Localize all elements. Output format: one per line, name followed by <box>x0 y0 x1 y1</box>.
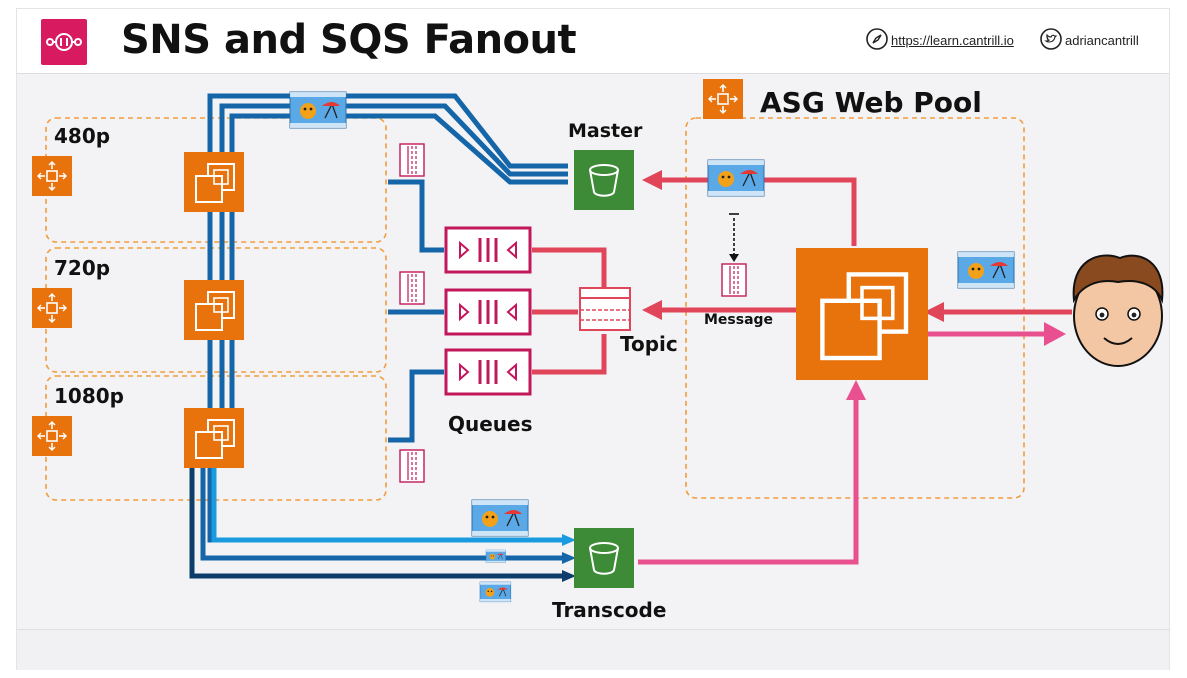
asg-group-label-1080p: 1080p <box>54 384 124 408</box>
message-icon <box>399 271 425 305</box>
sqs-queue-icon <box>444 348 532 396</box>
message-label: Message <box>704 312 774 328</box>
message-icon <box>721 263 747 297</box>
queues-label: Queues <box>448 412 533 436</box>
ec2-instance-icon <box>183 407 245 469</box>
auto-scaling-icon <box>31 287 73 329</box>
compass-icon <box>866 28 888 50</box>
video-file-icon <box>707 159 765 197</box>
master-bucket-label: Master <box>568 120 643 142</box>
video-file-icon <box>471 499 529 537</box>
message-icon <box>399 449 425 483</box>
asg-group-720p <box>45 247 387 373</box>
video-file-icon <box>289 91 347 129</box>
asg-group-label-720p: 720p <box>54 256 111 280</box>
page-title: SNS and SQS Fanout <box>121 17 577 63</box>
asg-group-label-480p: 480p <box>54 124 111 148</box>
auto-scaling-icon <box>702 78 744 120</box>
transcode-to-web-flow <box>638 398 859 565</box>
ec2-instance-icon <box>796 248 928 380</box>
queue-to-instance-connectors <box>388 179 444 443</box>
asg-web-pool-title: ASG Web Pool <box>760 86 982 119</box>
video-file-icon <box>485 549 506 563</box>
topic-label: Topic <box>620 332 678 356</box>
sqs-queue-icon <box>444 226 532 274</box>
auto-scaling-icon <box>31 155 73 197</box>
auto-scaling-icon <box>31 415 73 457</box>
topic-to-queue-connectors <box>532 247 607 375</box>
user-avatar-icon <box>1072 254 1164 367</box>
sqs-queue-icon <box>444 288 532 336</box>
message-icon <box>399 143 425 177</box>
s3-bucket-icon <box>573 527 635 589</box>
sns-topic-icon <box>579 287 631 331</box>
header-bar: SNS and SQS Fanout https://learn.cantril… <box>17 9 1169 74</box>
flow-720p-output <box>200 466 562 561</box>
footer-bar <box>17 629 1169 670</box>
ec2-instance-icon <box>183 151 245 213</box>
ec2-instance-icon <box>183 279 245 341</box>
video-file-icon <box>479 581 512 603</box>
flow-1080p-output <box>189 466 562 579</box>
flow-480p-output <box>211 466 562 543</box>
transcode-bucket-label: Transcode <box>552 598 667 622</box>
sns-sqs-fanout-icon <box>41 19 87 65</box>
asg-group-480p <box>45 117 387 243</box>
website-link[interactable]: https://learn.cantrill.io <box>891 33 1014 48</box>
twitter-bird-icon <box>1040 28 1062 50</box>
video-file-icon <box>957 251 1015 289</box>
s3-bucket-icon <box>573 149 635 211</box>
twitter-handle[interactable]: adriancantrill <box>1065 33 1139 48</box>
